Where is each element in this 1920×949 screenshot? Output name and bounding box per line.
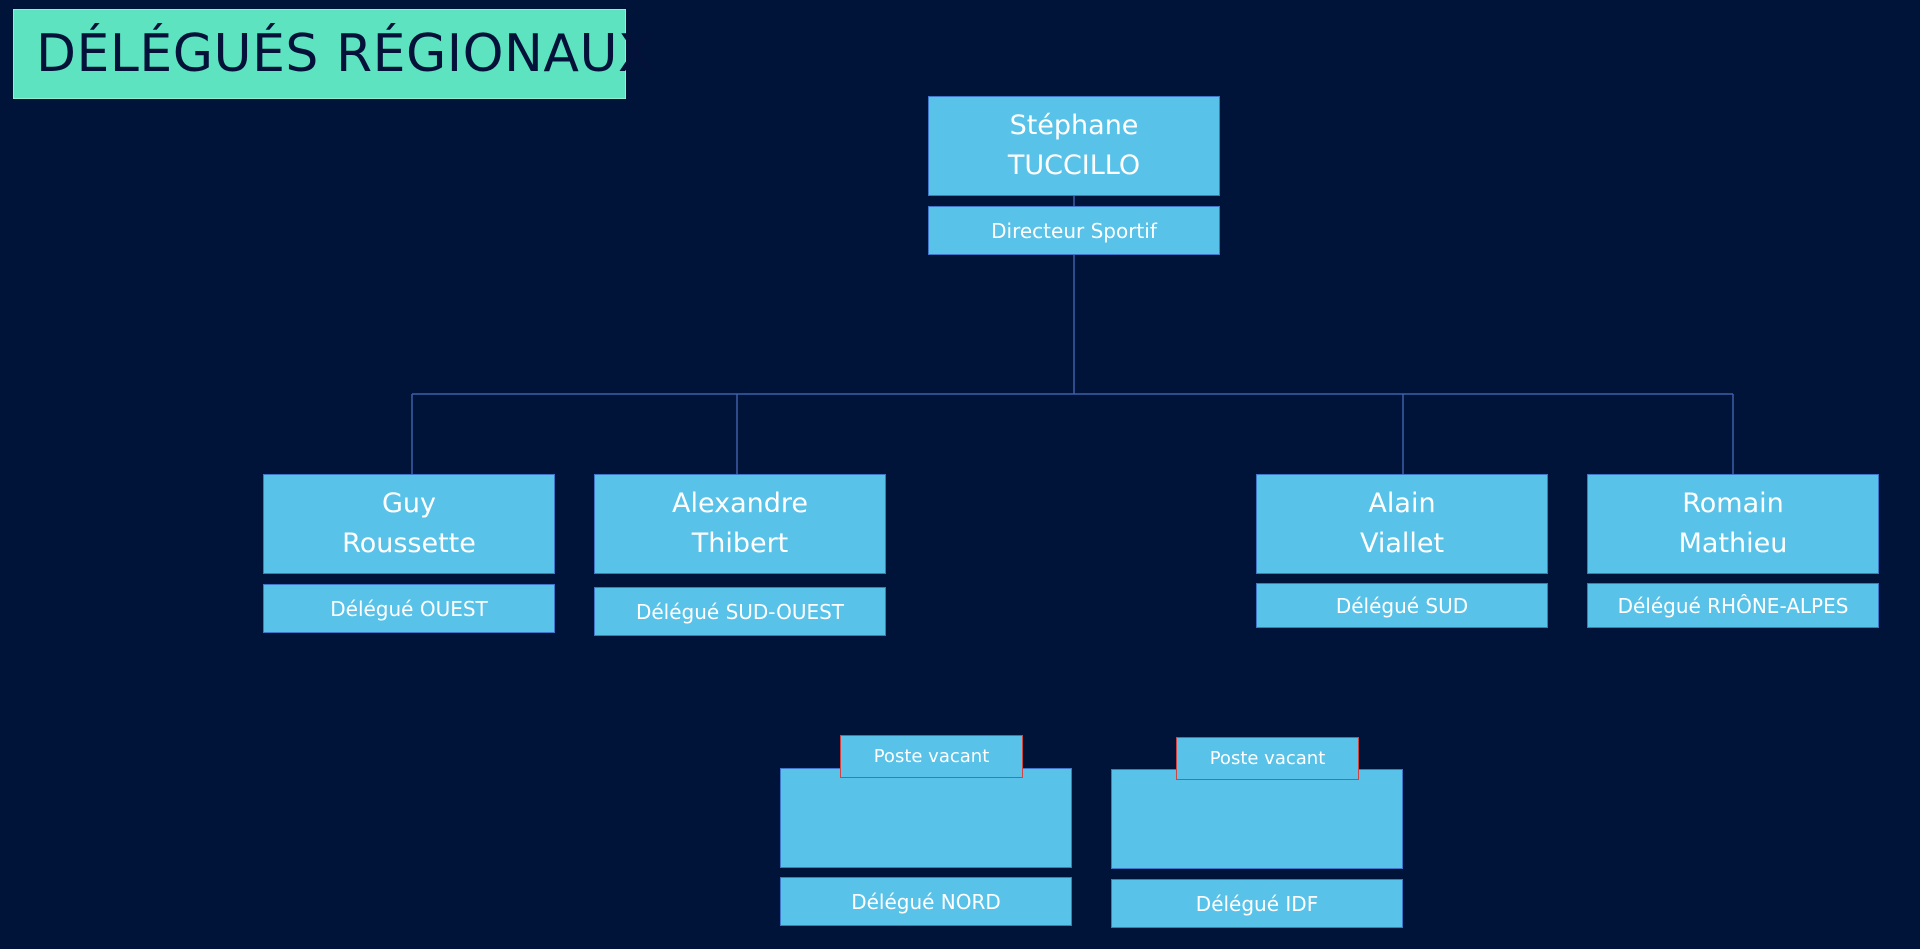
delegate-name-box: Alexandre Thibert [594,474,886,574]
vacant-position-tag: Poste vacant [840,735,1023,778]
delegate-name-box: Romain Mathieu [1587,474,1879,574]
vacant-tag-label: Poste vacant [1209,748,1326,769]
vacant-position-tag: Poste vacant [1176,737,1359,780]
director-role-box: Directeur Sportif [928,206,1220,255]
vacant-name-box [780,768,1072,868]
page-title-banner: DÉLÉGUÉS RÉGIONAUX [13,9,654,99]
delegate-last-name: Viallet [1359,528,1445,559]
director-name-box: Stéphane TUCCILLO [928,96,1220,196]
delegate-name-box: Alain Viallet [1256,474,1548,574]
delegate-last-name: Roussette [342,528,476,559]
delegate-name-box: Guy Roussette [263,474,555,574]
delegate-role-box: Délégué SUD-OUEST [594,587,886,636]
delegate-role: Délégué SUD-OUEST [635,599,845,624]
director-first-name: Stéphane [1009,110,1139,141]
delegate-role: Délégué OUEST [330,596,488,621]
director-role: Directeur Sportif [991,218,1157,243]
vacant-role-box: Délégué NORD [780,877,1072,926]
delegate-first-name: Alain [1368,488,1436,519]
vacant-role: Délégué NORD [851,889,1001,914]
delegate-role-box: Délégué OUEST [263,584,555,633]
vacant-tag-label: Poste vacant [873,746,990,767]
delegate-role: Délégué RHÔNE-ALPES [1617,593,1849,618]
delegate-first-name: Romain [1682,488,1784,519]
delegate-first-name: Alexandre [671,488,808,519]
page-title: DÉLÉGUÉS RÉGIONAUX [36,24,655,84]
delegate-last-name: Mathieu [1678,528,1788,559]
delegate-role: Délégué SUD [1335,593,1469,618]
vacant-name-box [1111,769,1403,869]
vacant-role: Délégué IDF [1195,891,1319,916]
delegate-role-box: Délégué RHÔNE-ALPES [1587,583,1879,628]
delegate-last-name: Thibert [691,528,789,559]
director-last-name: TUCCILLO [1007,150,1141,181]
delegate-role-box: Délégué SUD [1256,583,1548,628]
vacant-role-box: Délégué IDF [1111,879,1403,928]
delegate-first-name: Guy [381,488,436,519]
